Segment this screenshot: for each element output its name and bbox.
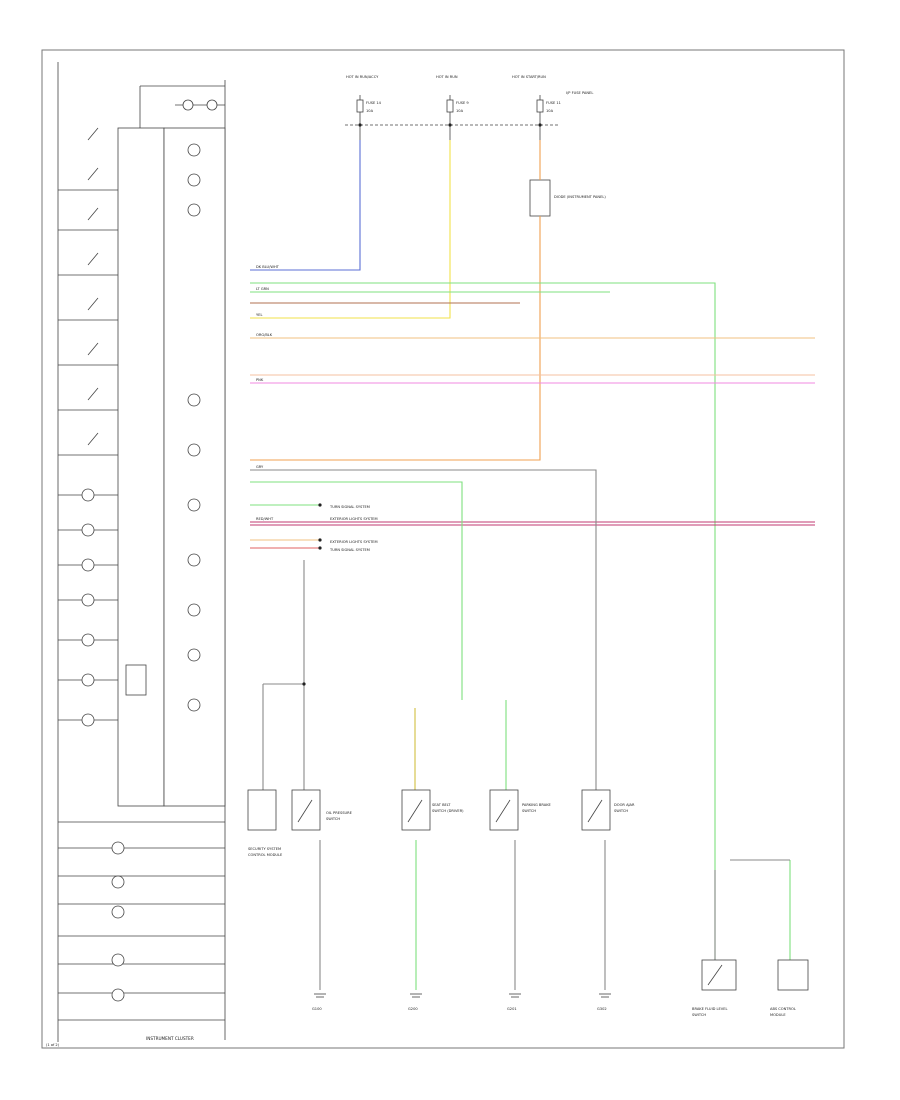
component-oil-sub: SWITCH (326, 817, 340, 821)
diode-label: DIODE (INSTRUMENT PANEL) (554, 195, 606, 199)
fuse-1-name: HOT IN RUN/ACCY (346, 75, 379, 79)
component-brakefluid-sub: SWITCH (692, 1013, 706, 1017)
component-seatbelt-label: SEAT BELT (432, 803, 451, 807)
gauge-rows (58, 127, 118, 727)
component-parking-label: PARKING BRAKE (522, 803, 552, 807)
wire-label-pink: PNK (256, 378, 264, 382)
note-turn-signal-2: TURN SIGNAL SYSTEM (329, 548, 370, 552)
component-security-label: SECURITY SYSTEM (248, 847, 281, 851)
gauge-list (139, 85, 225, 128)
component-abs-label: ABS CONTROL (770, 1007, 796, 1011)
grounds: G100 G200 G201 G302 (312, 993, 611, 1011)
fuse-panel: HOT IN RUN/ACCY FUSE 14 10A HOT IN RUN F… (345, 75, 606, 217)
fuse-1-number: FUSE 14 (366, 101, 382, 105)
diagram-border (41, 49, 845, 1049)
note-exterior-lights: EXTERIOR LIGHTS SYSTEM (330, 517, 378, 521)
wire-label-blue: DK BLU/WHT (256, 265, 280, 269)
component-abs-sub: MODULE (770, 1013, 786, 1017)
wire-label-redwht: RED/WHT (256, 517, 274, 521)
ground-2-label: G200 (408, 1007, 418, 1011)
component-parking-sub: SWITCH (522, 809, 536, 813)
component-seatbelt-sub: SWITCH (DRIVER) (432, 809, 464, 813)
fuse-3: HOT IN START/RUN FUSE 11 10A (512, 75, 561, 140)
component-oil-label: OIL PRESSURE (326, 811, 353, 815)
fuse-3-name: HOT IN START/RUN (512, 75, 546, 79)
wire-label-green: LT GRN (256, 287, 269, 291)
ground-1-label: G100 (312, 1007, 322, 1011)
diode-box (529, 179, 551, 217)
ground-3: G201 (507, 993, 521, 1011)
ground-1: G100 (312, 993, 326, 1011)
cluster-title: INSTRUMENT CLUSTER (146, 1036, 194, 1041)
component-door-sub: SWITCH (614, 809, 628, 813)
fuse-2-amp: 10A (456, 109, 464, 113)
fuse-1: HOT IN RUN/ACCY FUSE 14 10A (346, 75, 382, 140)
fuse-panel-label: I/P FUSE PANEL (566, 91, 593, 95)
page-mark: (1 of 2) (46, 1043, 60, 1047)
component-security-sub: CONTROL MODULE (248, 853, 283, 857)
ground-2: G200 (408, 993, 422, 1011)
wire-label-orange: ORG/BLK (256, 333, 273, 337)
wire-label-gray: GRY (256, 465, 264, 469)
fuse-3-number: FUSE 11 (546, 101, 561, 105)
fuse-2-name: HOT IN RUN (436, 75, 458, 79)
fuse-1-amp: 10A (366, 109, 374, 113)
fuse-2-number: FUSE 9 (456, 101, 469, 105)
component-door-label: DOOR AJAR (614, 803, 635, 807)
indicator-lamps (125, 143, 201, 712)
component-brakefluid-label: BRAKE FLUID LEVEL (692, 1007, 728, 1011)
cluster-lower-rows (58, 821, 225, 1021)
splice-points (302, 123, 542, 686)
ground-4: G302 (597, 993, 611, 1011)
ground-3-label: G201 (507, 1007, 517, 1011)
note-turn-signal: TURN SIGNAL SYSTEM (329, 505, 370, 509)
instrument-cluster: INSTRUMENT CLUSTER (1 of 2) (46, 62, 226, 1047)
fuse-2: HOT IN RUN FUSE 9 10A (436, 75, 469, 140)
note-exterior-lights-2: EXTERIOR LIGHTS SYSTEM (330, 540, 378, 544)
ground-4-label: G302 (597, 1007, 607, 1011)
wire-color-legend: DK BLU/WHT YEL ORG/BLK LT GRN PNK RED/WH… (256, 265, 378, 552)
bottom-components: SECURITY SYSTEM CONTROL MODULE OIL PRESS… (247, 789, 809, 1017)
fuse-3-amp: 10A (546, 109, 554, 113)
wires (250, 140, 815, 990)
wire-label-yellow: YEL (256, 313, 262, 317)
